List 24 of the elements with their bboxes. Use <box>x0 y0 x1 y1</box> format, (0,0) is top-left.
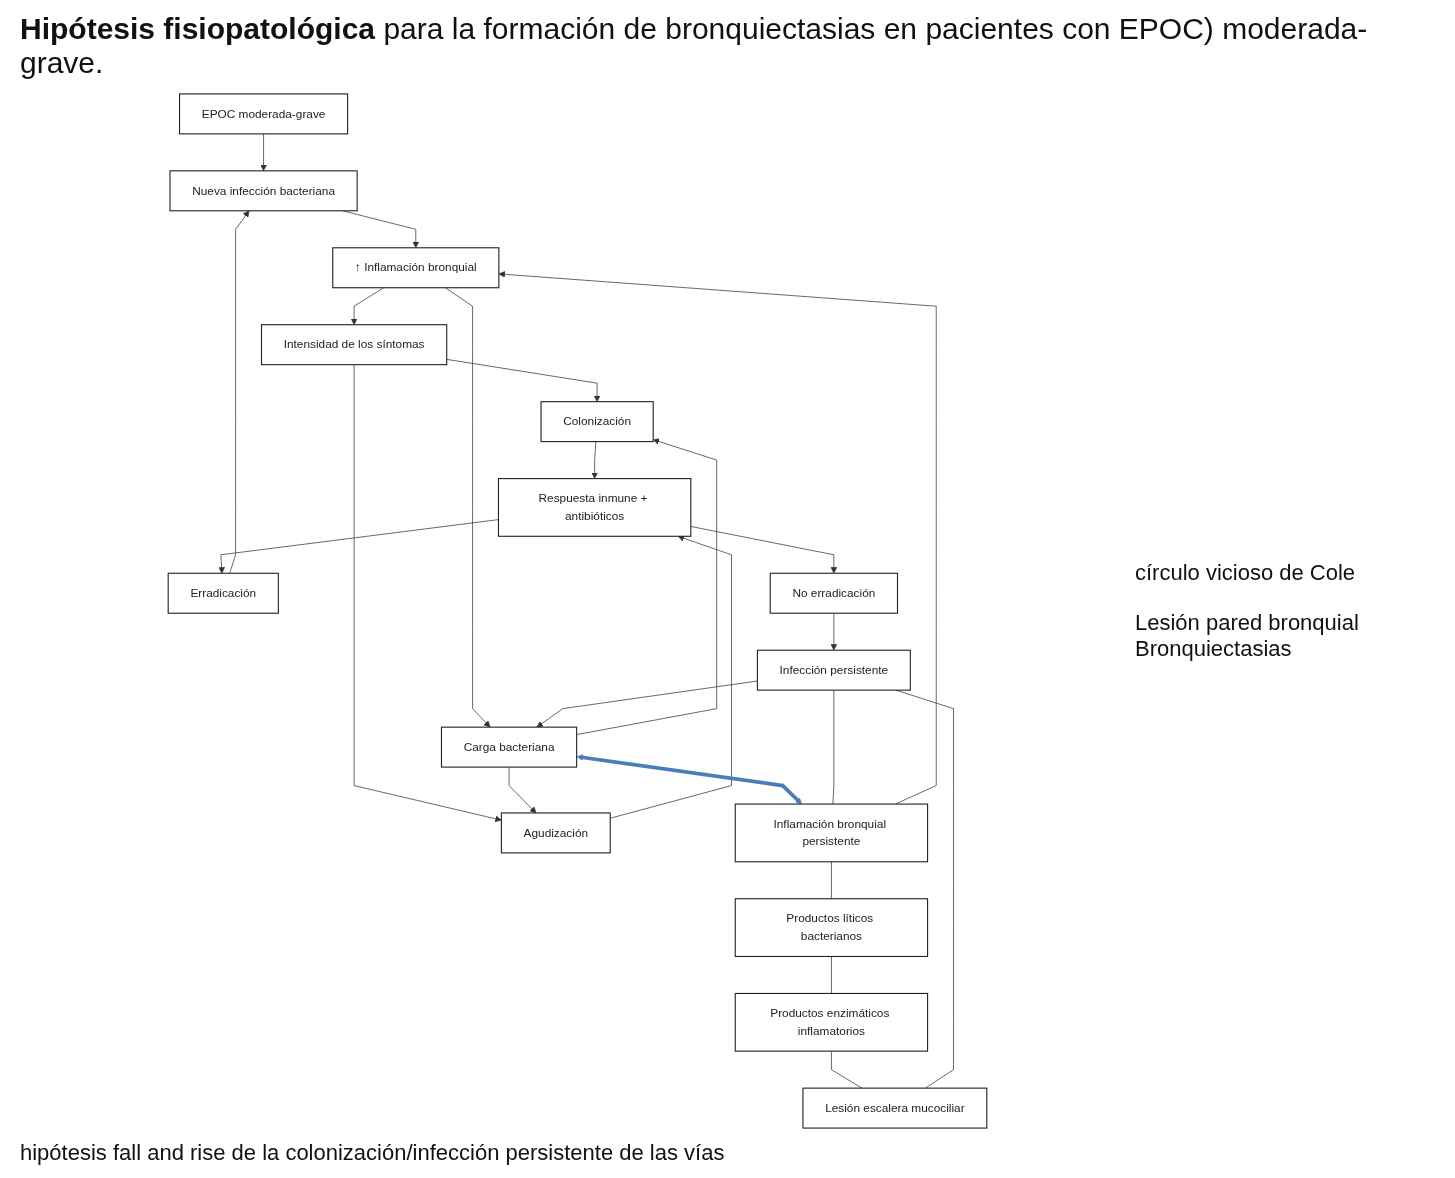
node-box: Lesión escalera mucociliar <box>802 1087 988 1129</box>
node-box: Intensidad de los síntomas <box>260 324 448 366</box>
node-box: Infección persistente <box>756 649 911 691</box>
node-box: No erradicación <box>769 572 899 614</box>
node-box: ↑ Inflamación bronquial <box>332 247 500 289</box>
connector <box>831 861 832 900</box>
caption: hipótesis fall and rise de la colonización/infección persistente de las vías <box>20 1140 726 1166</box>
connector <box>832 689 835 805</box>
connector <box>831 956 832 994</box>
node-box: EPOC moderada-grave <box>179 93 349 135</box>
node-box: Carga bacteriana <box>440 726 578 768</box>
node-box: Inflamación bronquial persistente <box>734 803 929 863</box>
connector <box>831 1050 863 1089</box>
node-box: Colonización <box>540 401 654 443</box>
note-text: Lesión pared bronquial Bronquiectasias <box>1135 610 1360 662</box>
node-box: Nueva infección bacteriana <box>169 170 358 212</box>
title: Hipótesis fisiopatológica para la formación de bronquiectasias en pacientes con EPOC) moderada-grave. <box>20 12 1369 80</box>
node-box: Productos enzimáticos inflamatorios <box>734 992 929 1052</box>
arrow <box>576 754 802 805</box>
node-box: Agudización <box>500 812 611 854</box>
node-box: Respuesta inmune + antibióticos <box>497 478 692 537</box>
node-box: Productos líticos bacterianos <box>734 898 929 957</box>
node-box: Erradicación <box>167 572 279 614</box>
note-text: círculo vicioso de Cole <box>1135 560 1357 586</box>
